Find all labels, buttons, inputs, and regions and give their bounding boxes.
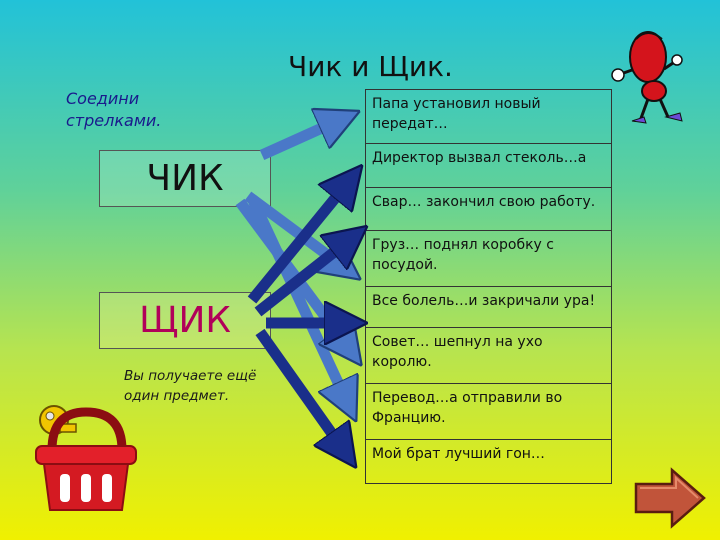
sentence-item[interactable]: Все болель…и закричали ура!	[366, 287, 611, 328]
arrow-shchik-stekolshchik	[247, 180, 350, 304]
sentence-item[interactable]: Груз… поднял коробку с посудой.	[366, 231, 611, 287]
sentence-item[interactable]: Мой брат лучший гон…	[372, 446, 545, 462]
word-chik-label: ЧИК	[146, 158, 224, 199]
sentence-item[interactable]: Свар… закончил свою работу.	[366, 188, 611, 231]
sentence-item[interactable]: Директор вызвал стеколь…а	[366, 144, 611, 188]
basket-icon	[35, 405, 137, 511]
arrow-chik-peredatchik	[259, 119, 342, 161]
sentence-item[interactable]: Перевод…а отправили во Францию.	[366, 384, 611, 440]
word-box-shchik[interactable]: ЩИК	[99, 292, 271, 349]
page-title: Чик и Щик.	[288, 50, 453, 83]
sentence-item[interactable]: Совет… шепнул на ухо королю.	[366, 328, 611, 384]
next-arrow-icon	[634, 467, 706, 529]
sentence-item[interactable]: Папа установил новый передат…	[366, 90, 611, 144]
red-ant-mascot-icon	[611, 31, 683, 124]
word-box-chik[interactable]: ЧИК	[99, 150, 271, 207]
next-button[interactable]	[632, 466, 708, 530]
instruction-text: Соедини стрелками.	[66, 89, 162, 130]
word-shchik-label: ЩИК	[139, 300, 231, 341]
arrow-shchik-gonshchik	[255, 328, 345, 452]
sentence-list: Папа установил новый передат… Директор в…	[365, 89, 612, 484]
bonus-note: Вы получаете ещё один предмет.	[124, 368, 257, 404]
arrow-shchik-svarshchik	[254, 238, 352, 317]
